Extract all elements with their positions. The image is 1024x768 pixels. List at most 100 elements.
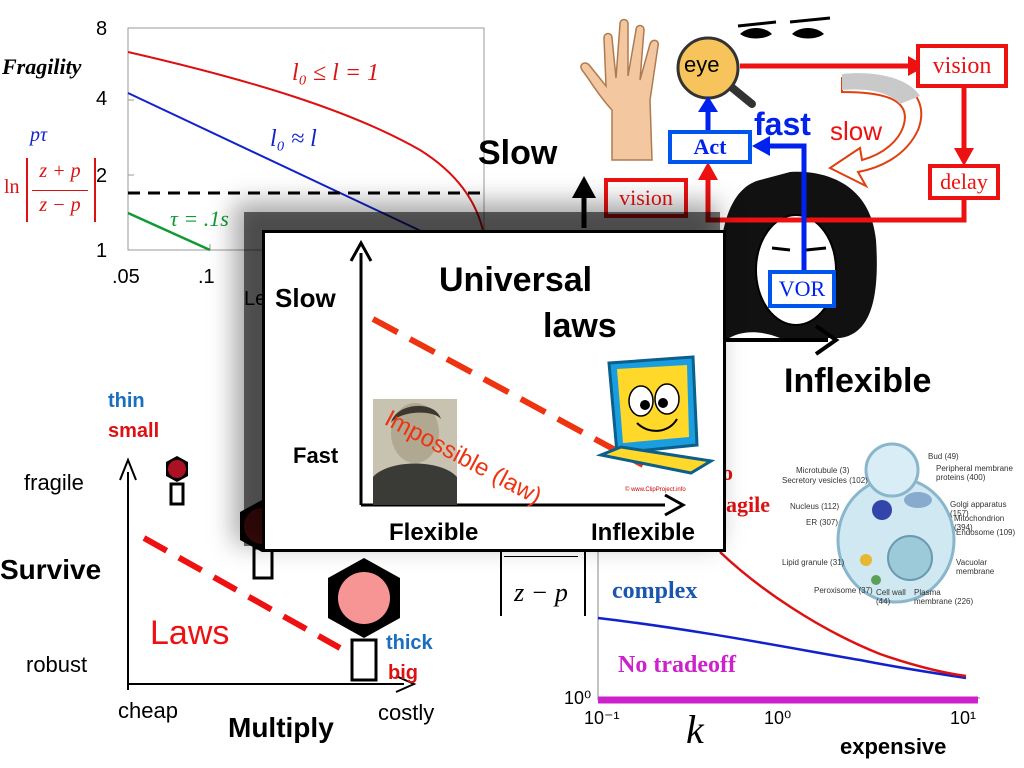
no-tradeoff-label: No tradeoff <box>618 652 736 678</box>
cell-label-vacuolar: Vacuolar membrane <box>956 558 995 576</box>
survive-label: Survive <box>0 554 102 585</box>
impossible-dashed-line <box>371 316 645 468</box>
turing-portrait-icon <box>373 399 457 505</box>
big-label: big <box>388 662 418 684</box>
cell-label-endosome: Endosome (109) <box>956 528 1016 537</box>
cell-label-lipid: Lipid granule (31) <box>782 558 845 567</box>
complex-curve <box>597 616 967 680</box>
laptop-character-icon <box>595 355 716 475</box>
panel-axis-fast: Fast <box>293 443 339 468</box>
cell-label-peripheral: Peripheral membrane proteins (400) <box>936 464 1013 482</box>
ytick-label-4: 4 <box>96 88 108 110</box>
cell-nucleus <box>872 500 892 520</box>
xtick-label-01: .1 <box>198 266 215 288</box>
tradeoff-ytick: 10⁰ <box>564 688 592 708</box>
formula-abs-bars <box>26 158 96 222</box>
red-fragility-curve <box>127 51 485 236</box>
tradeoff-xtick-2: 10⁰ <box>764 708 792 728</box>
formula-denominator: z − p <box>39 194 81 216</box>
cell-label-nucleus: Nucleus (112) <box>790 502 840 511</box>
robust-label: robust <box>26 652 88 677</box>
slow-curved-arrow <box>828 75 923 189</box>
vision-box-top: vision <box>916 44 1008 88</box>
blue-arrowhead-eye <box>698 96 718 112</box>
tradeoff-xtick-1: 10⁻¹ <box>584 708 620 728</box>
laptop-copyright: © www.ClipProject.info <box>625 487 686 493</box>
fragile-label: fragile <box>24 470 84 495</box>
panel-axis-flexible: Flexible <box>389 519 479 546</box>
small-hex-cell-icon <box>166 456 188 506</box>
cell-label-microtubule: Microtubule (3) <box>796 466 850 475</box>
multiply-x-arrowhead <box>395 675 417 693</box>
costly-label: costly <box>378 700 435 725</box>
red-arrowhead-act <box>698 162 718 180</box>
cell-bud <box>864 442 920 498</box>
hand-icon <box>580 18 660 161</box>
thick-label: thick <box>386 632 433 654</box>
red-path-delay-to-act <box>705 178 967 223</box>
panel-title-line2: laws <box>543 307 617 345</box>
cell-label-er: ER (307) <box>806 518 839 527</box>
tradeoff-xvar: k <box>686 707 704 752</box>
panel-axis-slow: Slow <box>275 283 336 313</box>
cell-vacuole <box>887 535 933 581</box>
small-label: small <box>108 420 160 442</box>
vision-box-left: vision <box>604 178 688 218</box>
cell-label-secretory: Secretory vesicles (102) <box>782 476 868 485</box>
complex-label: complex <box>612 578 698 604</box>
multiply-label: Multiply <box>228 712 334 743</box>
cell-label-peroxisome: Peroxisome (37) <box>814 586 873 595</box>
cell-peroxisome <box>871 575 881 585</box>
panel-title-line1: Universal <box>439 261 593 299</box>
large-hex-cell-icon <box>328 558 400 682</box>
xtick-label-005: .05 <box>112 266 140 288</box>
fragility-ylabel: Fragility <box>2 54 82 79</box>
survive-y-arrowhead <box>119 457 137 481</box>
slow-axis-arrowhead <box>572 176 596 198</box>
panel-axis-inflexible: Inflexible <box>591 519 696 546</box>
fast-label: fast <box>754 106 811 142</box>
laws-label: Laws <box>150 614 230 652</box>
cell-label-golgi: Golgi apparatus (157) <box>950 500 1007 518</box>
formula-abs-bars-bottom <box>500 552 586 616</box>
thin-label: thin <box>108 390 145 412</box>
vor-box: VOR <box>768 270 836 308</box>
formula-fraction-bar <box>32 190 88 191</box>
fragile-curve <box>719 551 967 678</box>
green-curve-label: τ = .1s <box>170 206 229 231</box>
cheap-label: cheap <box>118 698 178 723</box>
fragment-o: o <box>722 460 733 485</box>
delay-box: delay <box>928 164 1000 200</box>
cell-label-cellwall: Cell wall (44) <box>876 588 906 606</box>
cell-label-mitochondrion: Mitochondrion (394) <box>954 514 1005 532</box>
red-arrowhead-delay <box>954 148 974 166</box>
ytick-label-8: 8 <box>96 18 108 40</box>
formula-ln: ln <box>4 176 20 198</box>
green-fragility-curve <box>127 211 211 252</box>
xlabel-partial: Le <box>244 288 267 310</box>
eye-label: eye <box>684 52 720 77</box>
slow-label-red: slow <box>830 116 883 146</box>
formula-fraction-bar-bottom <box>504 556 578 557</box>
cell-lipid <box>860 554 872 566</box>
inflexible-axis-arrowhead <box>814 324 840 356</box>
act-box: Act <box>668 130 752 164</box>
tradeoff-xtick-3: 10¹ <box>950 708 977 728</box>
red-curve-label: l₀ ≤ l = 1 <box>292 60 380 86</box>
axis-inflexible-right: Inflexible <box>784 362 932 400</box>
cell-label-bud: Bud (49) <box>928 452 959 461</box>
cell-mitochondrion <box>904 492 932 508</box>
cell-label-plasma: Plasma membrane (226) <box>914 588 974 606</box>
axis-slow-top: Slow <box>478 134 558 172</box>
blue-arrowhead-act <box>752 136 770 156</box>
blue-curve-label: l₀ ≈ l <box>270 126 317 152</box>
ytick-label-2: 2 <box>96 165 108 187</box>
expensive-label: expensive <box>840 734 947 759</box>
blue-path-vor-to-act <box>770 143 807 270</box>
blue-fragility-curve <box>127 92 441 241</box>
ytick-label-1: 1 <box>96 240 108 262</box>
formula-p-tau: pτ <box>30 124 48 146</box>
